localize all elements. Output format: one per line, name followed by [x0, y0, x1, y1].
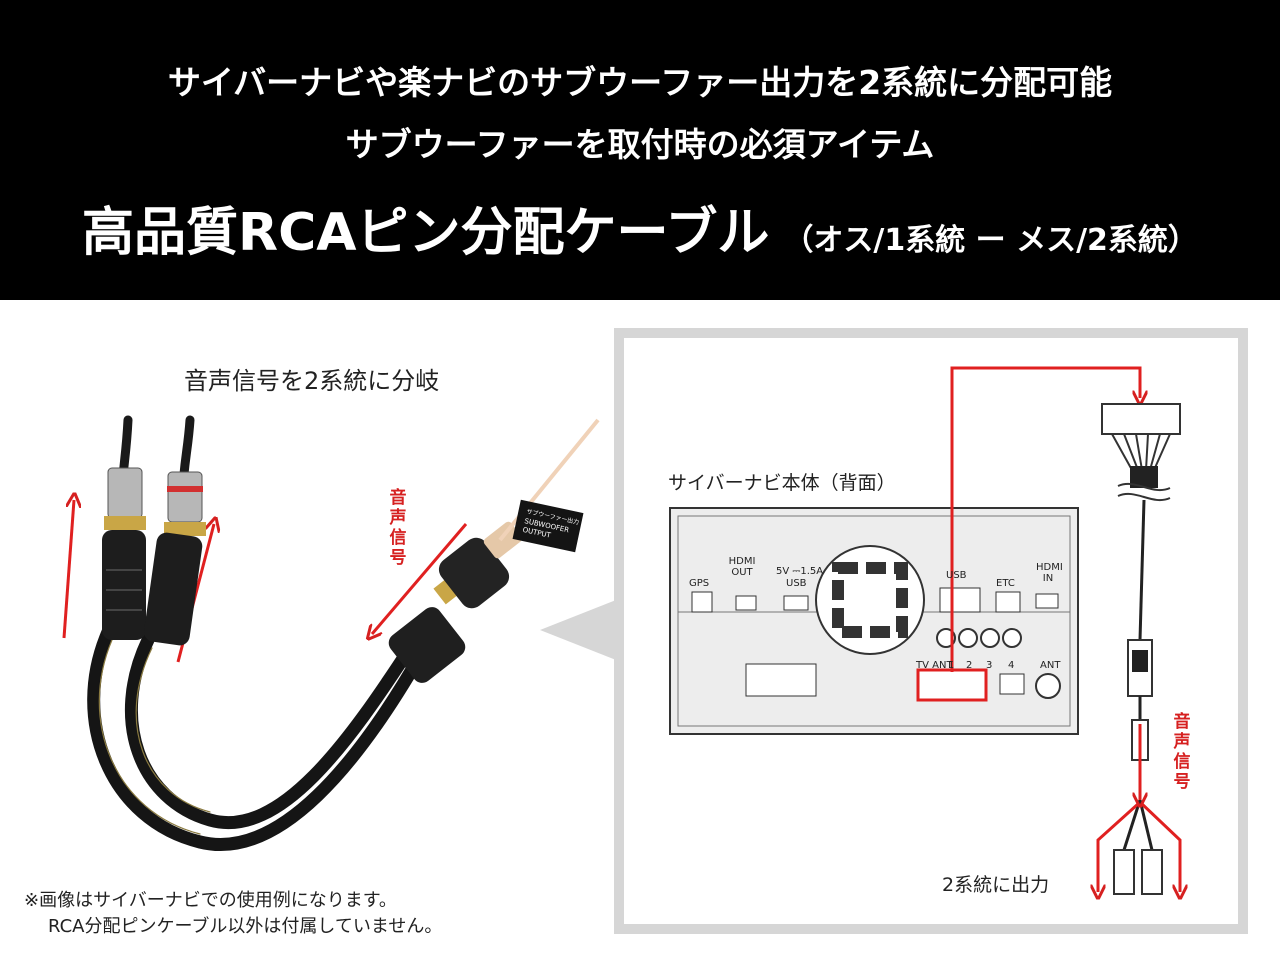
- gps-port: [691, 591, 713, 613]
- rca-plug-red: [144, 471, 206, 646]
- cable-tag: サブウーファー出力 SUBWOOFER OUTPUT: [512, 499, 584, 553]
- product-title-main: 高品質RCAピン分配ケーブル: [82, 203, 770, 263]
- label-hdmi-in: HDMI IN: [1036, 562, 1063, 584]
- header-banner: サイバーナビや楽ナビのサブウーファー出力を2系統に分配可能 サブウーファーを取付…: [0, 0, 1280, 300]
- fan-icon: [815, 545, 925, 655]
- output-arrow-left: [1098, 802, 1140, 892]
- product-title-sub: （オス/1系統 ー メス/2系統）: [783, 223, 1198, 258]
- signal-route: [950, 366, 1140, 672]
- usage-note: ※画像はサイバーナビでの使用例になります。 RCA分配ピンケーブル以外は付属して…: [24, 888, 442, 940]
- label-gps: GPS: [689, 578, 710, 589]
- callout-pointer: [540, 600, 616, 660]
- ch4-connector: [999, 673, 1025, 695]
- rca-plug-white: [102, 467, 146, 640]
- usb2-port: [939, 587, 981, 613]
- label-usb2: USB: [946, 570, 967, 581]
- note-line-2: RCA分配ピンケーブル以外は付属していません。: [48, 916, 443, 937]
- label-hdmi-out: HDMI OUT: [728, 556, 756, 578]
- subwoofer-connector-highlight: [916, 668, 988, 702]
- label-ant: ANT: [1040, 660, 1061, 671]
- diagram-title: サイバーナビ本体（背面）: [668, 472, 896, 494]
- output-label: 2系統に出力: [942, 874, 1050, 896]
- label-usb: USB: [786, 578, 807, 589]
- ant-port: [1035, 673, 1061, 699]
- output-arrow-right: [1140, 802, 1180, 892]
- label-ch1: 1: [948, 660, 955, 671]
- label-ch4: 4: [1008, 660, 1015, 671]
- hdmi-out-port: [735, 595, 757, 611]
- signal-arrow: [372, 523, 468, 634]
- signal-label-diagram: 音声信号: [1173, 712, 1191, 792]
- rca-plug-single: [388, 418, 600, 683]
- label-ch2: 2: [966, 660, 973, 671]
- label-tv-ant: TV ANT: [916, 660, 953, 671]
- photo-caption: 音声信号を2系統に分岐: [184, 367, 440, 395]
- label-ch3: 3: [986, 660, 993, 671]
- up-arrow-left: [62, 500, 74, 639]
- label-etc: ETC: [996, 578, 1015, 589]
- rca-cable-diagram: [1113, 639, 1163, 895]
- note-line-1: ※画像はサイバーナビでの使用例になります。: [24, 890, 397, 911]
- main-connector: [745, 663, 817, 697]
- header-line-2: サブウーファーを取付時の必須アイテム: [345, 125, 935, 164]
- usb-port: [783, 595, 809, 611]
- product-title: 高品質RCAピン分配ケーブル （オス/1系統 ー メス/2系統）: [0, 190, 1280, 265]
- label-usb-spec: 5V ⎓1.5A: [776, 566, 824, 577]
- harness-connector: [1101, 403, 1181, 641]
- signal-label-photo: 音声信号: [389, 488, 407, 568]
- etc-port: [995, 591, 1021, 613]
- hdmi-in-port: [1035, 593, 1059, 609]
- header-line-1: サイバーナビや楽ナビのサブウーファー出力を2系統に分配可能: [167, 63, 1113, 102]
